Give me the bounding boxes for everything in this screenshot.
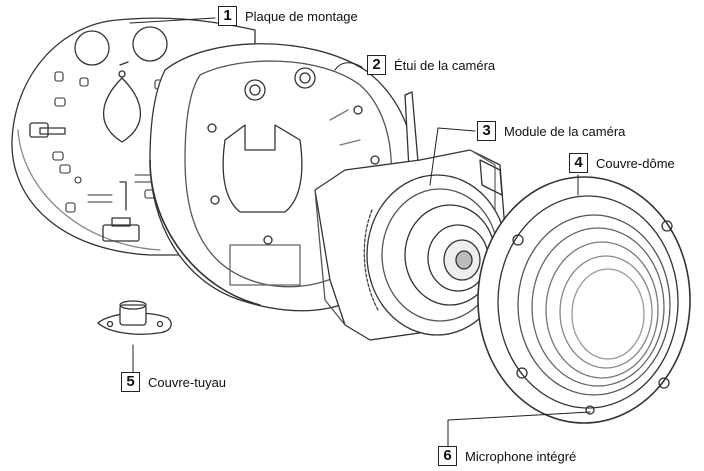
pipe-cover [97,300,172,335]
callout-camera-housing: 2 Étui de la caméra [367,55,495,75]
callout-label: Module de la caméra [504,123,626,139]
callout-number: 5 [121,372,140,392]
callout-mounting-plate: 1 Plaque de montage [218,6,358,26]
camera-module [314,91,508,341]
dome-cover [477,176,691,424]
callout-number: 2 [367,55,386,75]
callout-number: 3 [477,121,496,141]
callout-number: 1 [218,6,237,26]
callout-pipe-cover: 5 Couvre-tuyau [121,372,226,392]
callout-camera-module: 3 Module de la caméra [477,121,625,141]
callout-number: 6 [438,446,457,466]
callout-label: Plaque de montage [245,8,358,24]
callout-built-in-microphone: 6 Microphone intégré [438,446,576,466]
callout-label: Étui de la caméra [394,57,496,73]
callout-number: 4 [569,153,588,173]
leader-lines [129,17,591,449]
callout-dome-cover: 4 Couvre-dôme [569,153,675,173]
callout-label: Couvre-dôme [596,155,675,171]
callout-label: Microphone intégré [465,448,577,464]
callout-label: Couvre-tuyau [148,374,227,390]
